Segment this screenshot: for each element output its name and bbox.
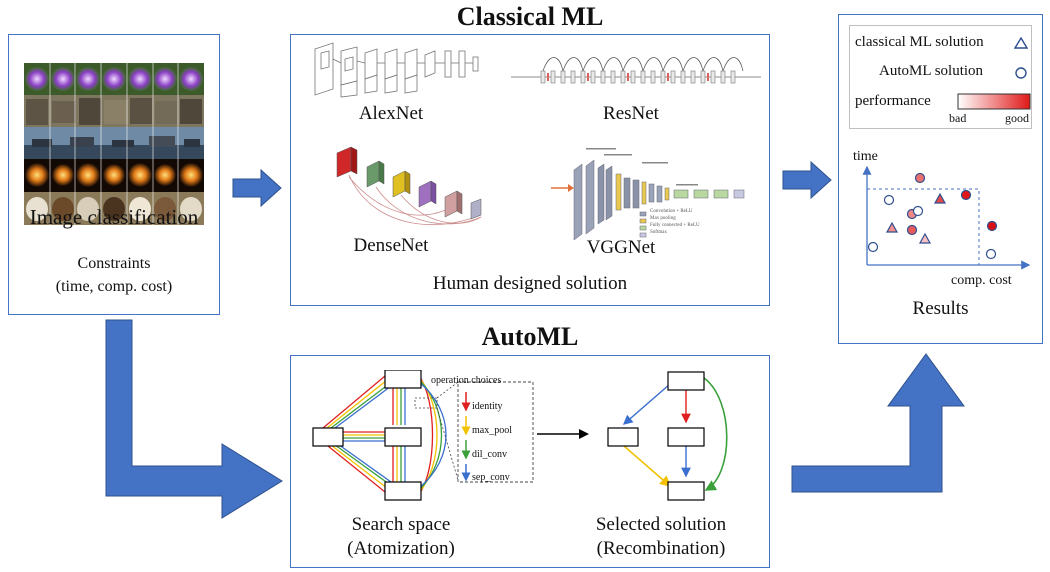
constraints-detail: (time, comp. cost) [55, 278, 173, 295]
transform-arrow [537, 429, 589, 439]
search-space-sub: (Atomization) [347, 538, 455, 559]
vgg-legend-softmax: Softmax [650, 230, 667, 235]
vgg-legend-pool: Max pooling [650, 216, 676, 221]
op-identity-label: identity [472, 401, 503, 412]
results-caption: Results [912, 298, 969, 319]
search-node-bottom [384, 481, 422, 501]
search-node-mid [384, 427, 422, 447]
legend-circle-icon [1015, 67, 1027, 79]
arrow-classical-to-results [782, 160, 832, 200]
legend-classical-label: classical ML solution [855, 34, 984, 50]
classical-caption: Human designed solution [432, 273, 628, 294]
alexnet-diagram [314, 42, 479, 98]
classical-ml-panel: AlexNet ResNet [290, 34, 770, 306]
results-scatter [862, 165, 1031, 270]
axis-x-label: comp. cost [951, 273, 1012, 288]
axis-y-label: time [853, 149, 878, 164]
op-sep-conv-label: sep_conv [472, 472, 510, 483]
legend-triangle-icon [1014, 37, 1028, 49]
input-panel: Image classification Constraints (time, … [8, 34, 220, 315]
resnet-label: ResNet [603, 103, 659, 124]
task-label: Image classification [29, 205, 199, 229]
classical-ml-heading: Classical ML [456, 2, 604, 31]
constraints-label: Constraints [77, 255, 151, 272]
arrow-input-to-automl [105, 319, 283, 519]
search-space-diagram [312, 370, 534, 501]
vgg-legend-conv: Convolution + ReLU [650, 209, 693, 214]
op-dil-conv-label: dil_conv [472, 449, 507, 460]
vggnet-diagram [551, 148, 745, 240]
arrow-automl-to-results [791, 353, 965, 493]
automl-panel: operation choices identity max_pool dil_… [290, 355, 770, 568]
perf-bad-label: bad [949, 111, 967, 125]
alexnet-label: AlexNet [358, 103, 424, 124]
ship-row [24, 127, 204, 159]
selected-solution-label: Selected solution [595, 514, 727, 535]
arrow-input-to-classical [232, 168, 282, 208]
pumpkin-row [24, 159, 204, 192]
op-max-pool-label: max_pool [472, 425, 512, 436]
ops-title: operation choices [431, 375, 502, 386]
search-space-label: Search space [351, 514, 451, 535]
densenet-label: DenseNet [353, 235, 429, 256]
performance-colorbar [957, 93, 1031, 110]
dog-row [24, 192, 204, 225]
search-node-top [384, 370, 422, 389]
elephant-row [24, 95, 204, 127]
legend-automl-label: AutoML solution [879, 63, 984, 79]
perf-good-label: good [1005, 111, 1029, 125]
flower-row [24, 63, 204, 95]
resnet-diagram [511, 57, 761, 84]
automl-heading: AutoML [481, 322, 579, 351]
search-node-left [312, 427, 344, 447]
results-panel: classical ML solution AutoML solution pe… [838, 14, 1043, 344]
selected-solution-sub: (Recombination) [596, 538, 726, 559]
selected-solution-diagram [607, 371, 728, 501]
vggnet-label: VGGNet [586, 237, 656, 258]
legend-performance-label: performance [855, 93, 931, 109]
image-classification-grid [24, 63, 204, 225]
results-legend [849, 25, 1032, 129]
vgg-legend-fc: Fully connected + ReLU [650, 223, 700, 228]
densenet-diagram [336, 146, 482, 225]
